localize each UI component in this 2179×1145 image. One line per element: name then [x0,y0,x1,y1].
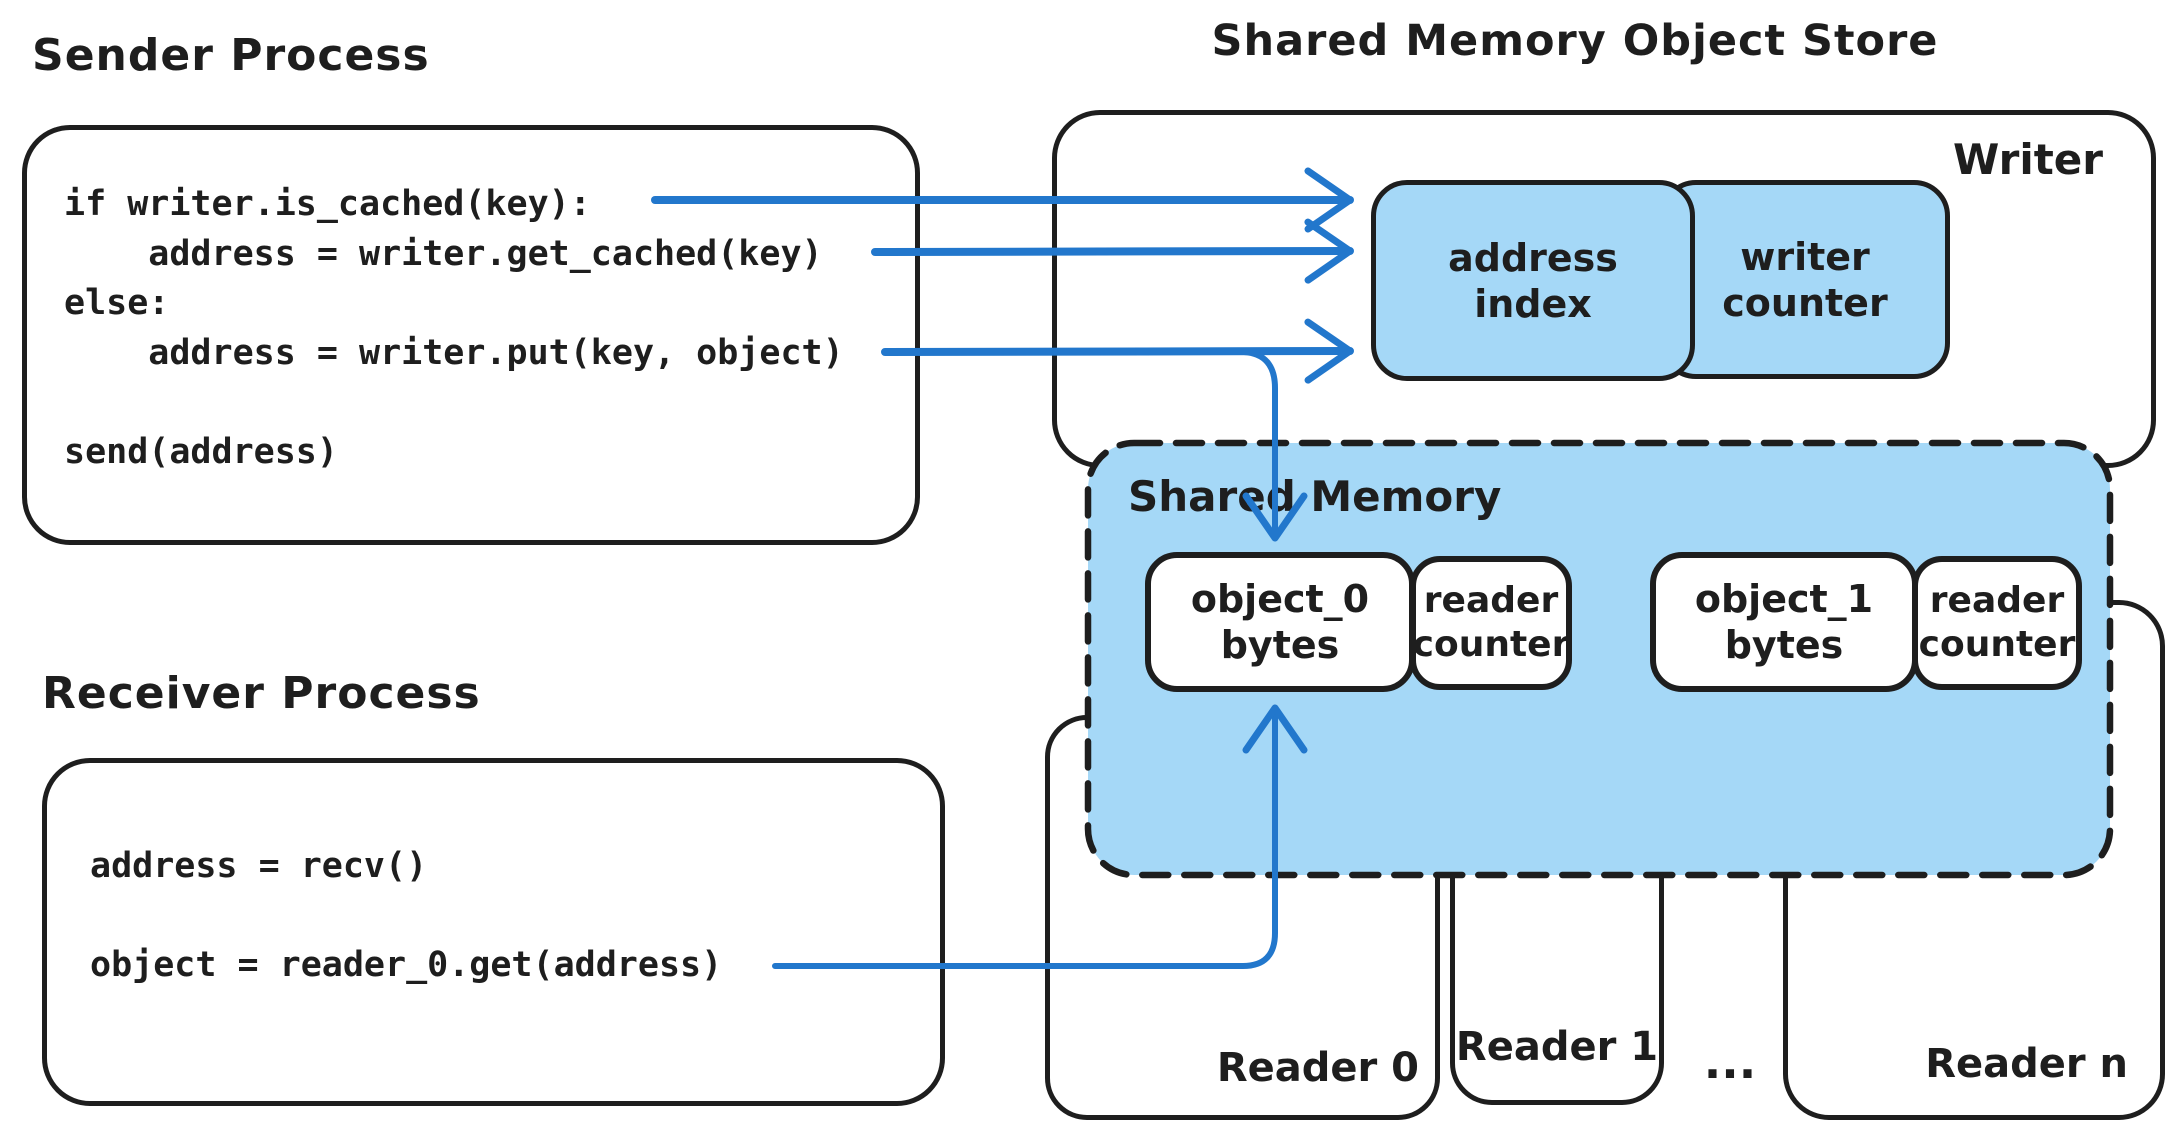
reader-counter-1-cell: reader counter [1912,556,2082,690]
object-0-cell: object_0 bytes [1145,552,1415,692]
sender-code-line-2: address = writer.get_cached(key) [64,234,823,274]
receiver-code-line-1: address = recv() [90,846,428,886]
reader-counter-0-line-1: reader [1423,580,1559,621]
reader-counter-1-line-2: counter [1918,624,2076,665]
sender-code-line-5: send(address) [64,432,338,472]
reader-counter-1-line-1: reader [1929,580,2065,621]
reader-1-box: Reader 1 [1450,660,1664,1105]
receiver-process-box [42,758,945,1106]
reader-0-box: Reader 0 [1045,715,1440,1120]
sender-code-line-1: if writer.is_cached(key): [64,184,591,224]
object-0-line-2: bytes [1220,623,1340,667]
writer-box-label: Writer [1953,135,2103,184]
object-1-line-1: object_1 [1694,577,1874,621]
reader-1-label: Reader 1 [1455,1024,1659,1070]
writer-counter-line-1: writer [1740,234,1870,279]
object-0-line-1: object_0 [1190,577,1370,621]
sender-code-line-4: address = writer.put(key, object) [64,333,844,373]
address-index-line-2: index [1474,281,1592,326]
reader-n-label: Reader n [1925,1041,2128,1087]
sender-process-box [22,125,920,545]
address-index-line-1: address [1448,235,1618,280]
writer-counter-cell: writer counter [1660,180,1950,379]
reader-counter-0-cell: reader counter [1410,556,1572,690]
address-index-cell: address index [1371,180,1695,381]
shared-memory-label: Shared Memory [1128,472,1502,521]
object-1-line-2: bytes [1724,623,1844,667]
store-title: Shared Memory Object Store [1211,16,1939,66]
receiver-code-line-2: object = reader_0.get(address) [90,945,723,985]
readers-ellipsis: ... [1703,1035,1757,1089]
object-1-cell: object_1 bytes [1650,552,1918,692]
writer-counter-line-2: counter [1722,280,1888,325]
sender-code-line-3: else: [64,283,170,323]
receiver-process-title: Receiver Process [42,668,481,719]
reader-0-label: Reader 0 [1216,1045,1419,1091]
reader-counter-0-line-2: counter [1412,624,1570,665]
sender-process-title: Sender Process [32,30,430,81]
